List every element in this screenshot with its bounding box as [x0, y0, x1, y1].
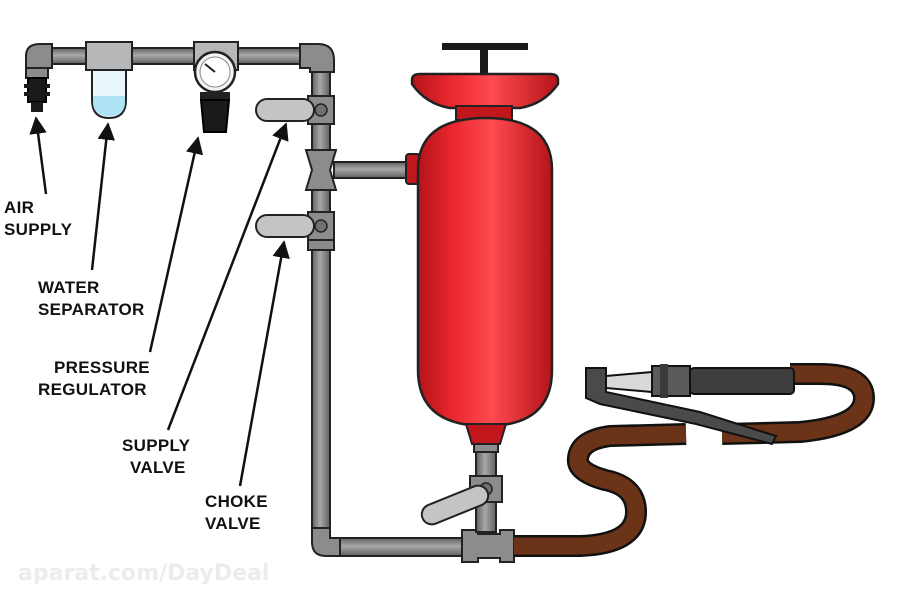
svg-text:REGULATOR: REGULATOR [38, 380, 147, 399]
svg-text:SUPPLY: SUPPLY [122, 436, 191, 455]
blast-hose [514, 363, 876, 557]
svg-text:CHOKE: CHOKE [205, 492, 268, 511]
svg-text:VALVE: VALVE [205, 514, 261, 533]
supply-valve-handle [255, 98, 315, 122]
svg-text:SEPARATOR: SEPARATOR [38, 300, 145, 319]
label-supply-valve: SUPPLY VALVE [122, 436, 191, 477]
arrow-supply-valve [166, 122, 289, 431]
svg-text:WATER: WATER [38, 278, 100, 297]
bottom-mix-pipe [339, 529, 515, 563]
svg-text:AIR: AIR [4, 198, 34, 217]
top-air-pipe [25, 43, 335, 73]
arrow-air-supply [29, 116, 48, 195]
blast-gun-nozzle [585, 364, 795, 446]
vertical-supply-pipe [304, 71, 345, 557]
label-pressure-regulator: PRESSURE REGULATOR [38, 358, 150, 399]
label-choke-valve: CHOKE VALVE [205, 492, 268, 533]
callout-arrows [29, 116, 290, 487]
arrow-choke-valve [238, 240, 290, 487]
watermark-text: aparat.com/DayDeal [18, 561, 269, 586]
arrow-pressure-regulator [148, 136, 204, 353]
sandblaster-tank [405, 43, 560, 453]
metering-valve [420, 451, 503, 533]
arrow-water-separator [90, 122, 115, 271]
pressure-regulator [193, 41, 239, 133]
air-supply-fitting [24, 67, 50, 112]
label-water-separator: WATER SEPARATOR [38, 278, 145, 319]
svg-text:SUPPLY: SUPPLY [4, 220, 73, 239]
choke-valve-handle [255, 214, 315, 238]
water-separator [85, 41, 133, 120]
label-air-supply: AIR SUPPLY [4, 198, 73, 239]
tank-inlet-pipe [333, 161, 413, 179]
svg-text:PRESSURE: PRESSURE [54, 358, 150, 377]
svg-text:VALVE: VALVE [130, 458, 186, 477]
